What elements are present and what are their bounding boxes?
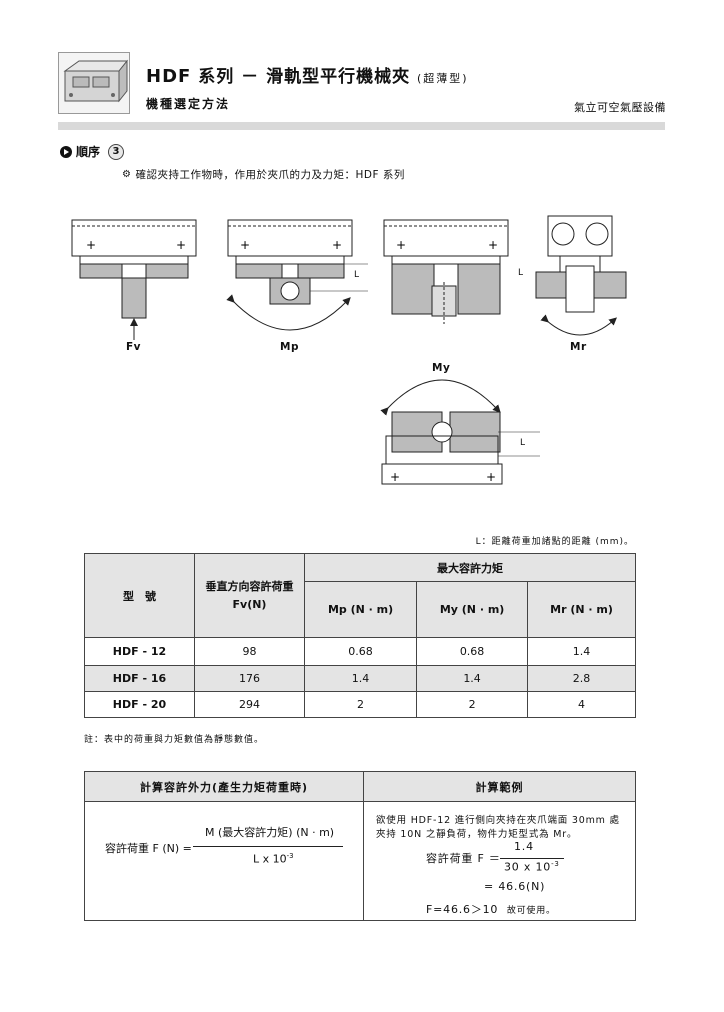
side-diagram: ++ <box>383 219 509 324</box>
svg-text:+: + <box>332 238 342 252</box>
example-line1: 欲使用 HDF-12 進行側向夾持在夾爪端面 30mm 處 <box>376 815 620 826</box>
svg-text:+: + <box>240 238 250 252</box>
cell-fv: 98 <box>194 637 305 666</box>
fv-diagram: ++ <box>71 219 197 340</box>
step-heading: 順序 3 <box>60 143 125 160</box>
fv-label: Fv <box>126 341 142 353</box>
cell-fv: 176 <box>194 665 305 692</box>
static-note: 註：表中的荷重與力矩數值為靜態數值。 <box>84 735 265 745</box>
cell-my: 0.68 <box>416 637 529 666</box>
mp-l-label: L <box>354 270 360 280</box>
distance-note: L：距離荷重加諸點的距離 (mm)。 <box>475 537 634 547</box>
svg-text:+: + <box>488 238 498 252</box>
example-line2: 夾持 10N 之靜負荷，物件力矩型式為 Mr。 <box>376 829 578 840</box>
cell-model: HDF - 12 <box>84 637 195 666</box>
page-title: HDF 系列 － 滑軌型平行機械夾 (超薄型) <box>146 62 469 87</box>
example-numerator: 1.4 <box>514 840 534 853</box>
cell-model: HDF - 20 <box>84 691 195 718</box>
calc-left-head: 計算容許外力(產生力矩荷重時) <box>84 771 364 802</box>
cell-my: 2 <box>416 691 529 718</box>
mp-diagram: ++ <box>226 219 368 331</box>
svg-text:+: + <box>390 470 400 484</box>
example-lhs: 容許荷重 F ＝ <box>426 852 501 865</box>
cell-mp: 0.68 <box>303 637 418 666</box>
my-l-label: L <box>520 438 526 448</box>
example-conclusion-tail: 故可使用。 <box>506 906 556 916</box>
header-mp: Mp (N · m) <box>303 581 418 638</box>
series-name: HDF <box>146 66 192 87</box>
formula-den-base: L x 10 <box>253 852 287 866</box>
instruction-text: 確認夾持工作物時，作用於夾爪的力及力矩：HDF 系列 <box>135 169 405 181</box>
calc-formula-cell: M (最大容許力矩) (N · m) 容許荷重 F (N) = L x 10-3 <box>84 801 364 921</box>
mr-label: Mr <box>570 341 587 353</box>
my-diagram: ++ <box>380 379 540 485</box>
example-conclusion-value: F=46.6＞10 <box>426 903 499 916</box>
example-fraction-line <box>500 858 564 859</box>
header-fv: 垂直方向容許荷重 Fv(N) <box>194 553 305 638</box>
cell-mr: 4 <box>527 691 636 718</box>
header-fv-line1: 垂直方向容許荷重 <box>205 579 294 593</box>
company-name: 氣立可空氣壓設備 <box>574 101 666 114</box>
header-my: My (N · m) <box>416 581 529 638</box>
svg-text:+: + <box>86 238 96 252</box>
step-number: 3 <box>108 143 125 160</box>
svg-text:+: + <box>176 238 186 252</box>
table-row: HDF - 16 176 1.4 1.4 2.8 <box>84 665 636 692</box>
header-divider <box>58 122 665 130</box>
cell-mp: 1.4 <box>303 665 418 692</box>
title-main: 系列 － 滑軌型平行機械夾 <box>191 67 411 87</box>
mr-l-label: L <box>518 268 524 278</box>
step-label: 順序 <box>76 145 101 159</box>
spec-table: 型 號 垂直方向容許荷重 Fv(N) 最大容許力矩 Mp (N · m) My … <box>84 553 636 718</box>
play-bullet-icon <box>60 145 72 158</box>
cell-my: 1.4 <box>416 665 529 692</box>
cell-mr: 1.4 <box>527 637 636 666</box>
example-den-exp: -3 <box>551 860 560 868</box>
header-model: 型 號 <box>84 553 195 638</box>
header-fv-line2: Fv(N) <box>232 597 267 611</box>
cell-mp: 2 <box>303 691 418 718</box>
formula-denominator: L x 10-3 <box>253 852 294 866</box>
header-mr: Mr (N · m) <box>527 581 636 638</box>
formula-den-exp: -3 <box>286 852 294 860</box>
cell-mr: 2.8 <box>527 665 636 692</box>
step-instruction: ⚙ 確認夾持工作物時，作用於夾爪的力及力矩：HDF 系列 <box>122 167 405 182</box>
svg-text:+: + <box>396 238 406 252</box>
svg-text:+: + <box>486 470 496 484</box>
product-photo <box>58 52 130 114</box>
gear-bullet-icon: ⚙ <box>122 169 132 180</box>
calc-right-head: 計算範例 <box>363 771 636 802</box>
calc-example-cell: 欲使用 HDF-12 進行側向夾持在夾爪端面 30mm 處 夾持 10N 之靜負… <box>363 801 636 921</box>
table-row: HDF - 12 98 0.68 0.68 1.4 <box>84 637 636 666</box>
mr-diagram <box>535 215 627 336</box>
example-denominator: 30 x 10-3 <box>504 860 560 874</box>
page-subtitle: 機種選定方法 <box>146 97 231 111</box>
my-label: My <box>432 362 451 374</box>
example-den-base: 30 x 10 <box>504 860 552 874</box>
example-result: = 46.6(N) <box>484 880 546 893</box>
example-conclusion: F=46.6＞10 故可使用。 <box>426 901 556 917</box>
mp-label: Mp <box>280 341 299 353</box>
calc-table: 計算容許外力(產生力矩荷重時) 計算範例 M (最大容許力矩) (N · m) … <box>84 771 636 921</box>
table-row: HDF - 20 294 2 2 4 <box>84 691 636 718</box>
cell-model: HDF - 16 <box>84 665 195 692</box>
title-sub: (超薄型) <box>417 72 469 85</box>
cell-fv: 294 <box>194 691 305 718</box>
header-moment-group: 最大容許力矩 <box>304 553 636 582</box>
formula-fraction-line <box>193 846 343 847</box>
formula-numerator: M (最大容許力矩) (N · m) <box>205 826 335 839</box>
formula-lhs: 容許荷重 F (N) = <box>105 842 192 855</box>
